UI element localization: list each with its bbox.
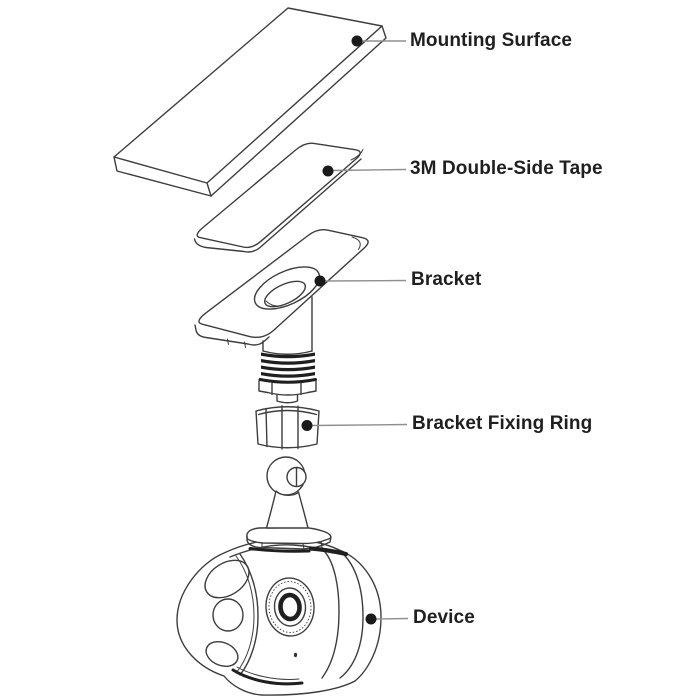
callout-label-tape: 3M Double-Side Tape [410,158,603,179]
fixing-ring-drawing [255,405,320,450]
camera-lens [265,577,315,637]
leader-device [376,617,409,620]
callout-dot-fixing-ring [301,420,313,431]
callout-label-device: Device [413,607,475,628]
leader-tape [333,168,407,172]
callout-markers [301,35,409,625]
status-led [293,652,298,658]
callout-label-bracket: Bracket [411,269,482,290]
callout-dot-tape [322,165,334,177]
mounting-surface-drawing [113,7,387,197]
callout-dot-device [365,613,377,625]
leader-bracket [325,279,407,282]
callout-dot-bracket [314,275,326,287]
ball-joint-drawing [246,456,349,557]
tape-drawing [193,142,364,253]
bracket-drawing [194,229,369,404]
leader-fixing-ring [312,423,408,427]
device-drawing [176,538,382,696]
callout-label-mounting-surface: Mounting Surface [410,30,573,51]
callout-label-fixing-ring: Bracket Fixing Ring [412,413,593,434]
callout-dot-mounting-surface [351,35,363,47]
